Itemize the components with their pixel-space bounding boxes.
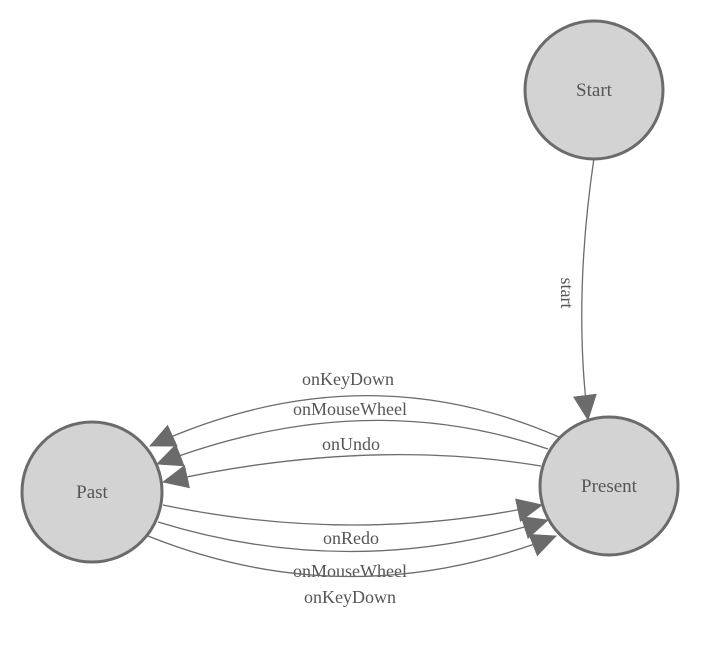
node-start-label: Start	[576, 80, 613, 101]
edge-line-onkeydown-bottom	[147, 533, 557, 578]
node-past-label: Past	[76, 482, 108, 503]
edge-past-to-present-onredo: onRedo	[162, 498, 543, 548]
node-present: Present	[538, 415, 680, 557]
edge-present-to-past-onkeydown: onKeyDown	[149, 369, 560, 447]
node-present-circle	[538, 415, 680, 557]
edge-label-onkeydown-bottom: onKeyDown	[304, 587, 396, 607]
edge-past-to-present-onkeydown: onKeyDown	[147, 533, 557, 607]
node-past: Past	[20, 420, 164, 564]
node-present-label: Present	[581, 476, 638, 497]
edge-label-onkeydown-top: onKeyDown	[302, 369, 394, 389]
edge-line-onundo	[162, 453, 542, 489]
edge-label-start: start	[557, 278, 577, 309]
edge-label-onredo: onRedo	[323, 528, 379, 548]
edge-line-start	[572, 157, 597, 421]
node-start: Start	[523, 19, 665, 161]
edge-present-to-past-onmousewheel: onMouseWheel	[156, 399, 549, 467]
edge-label-onmousewheel-bottom: onMouseWheel	[293, 561, 407, 581]
edge-present-to-past-onundo: onUndo	[162, 434, 542, 489]
edge-line-onmousewheel-bottom	[157, 516, 549, 553]
edge-line-onmousewheel-top	[156, 419, 549, 467]
edge-line-onkeydown-top	[149, 394, 560, 447]
edge-label-onundo: onUndo	[322, 434, 380, 454]
edge-label-onmousewheel-top: onMouseWheel	[293, 399, 407, 419]
edge-start-to-present: start	[557, 157, 597, 421]
node-start-circle	[523, 19, 665, 161]
edge-line-onredo	[162, 498, 543, 526]
node-past-circle	[20, 420, 164, 564]
